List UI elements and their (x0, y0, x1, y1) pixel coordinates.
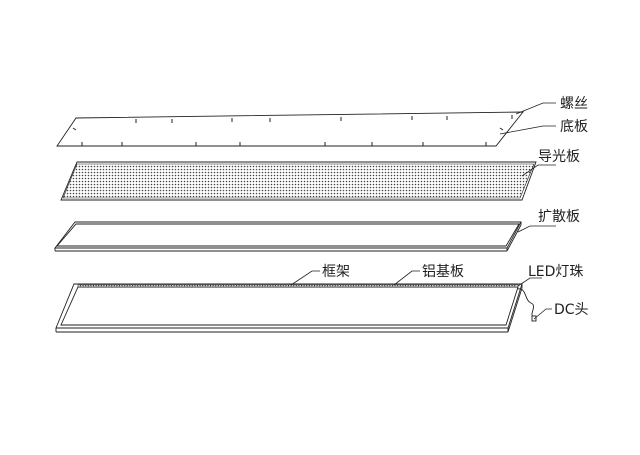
label-screw: 螺丝 (560, 96, 588, 112)
label-bottom-plate: 底板 (560, 119, 588, 135)
aluminum-substrate-led-strip (77, 284, 519, 288)
screw-marks (72, 115, 513, 146)
label-dc-connector: DC头 (554, 302, 589, 318)
label-frame: 框架 (322, 264, 350, 280)
diffuser-plate (54, 221, 522, 252)
label-diffuser-plate: 扩散板 (538, 209, 580, 225)
light-guide-plate (60, 161, 537, 201)
leader-lines (290, 102, 556, 320)
label-light-guide-plate: 导光板 (538, 149, 580, 165)
label-led-beads: LED灯珠 (528, 264, 583, 280)
frame (55, 283, 523, 333)
label-aluminum-substrate: 铝基板 (422, 263, 464, 280)
bottom-plate (56, 111, 524, 147)
